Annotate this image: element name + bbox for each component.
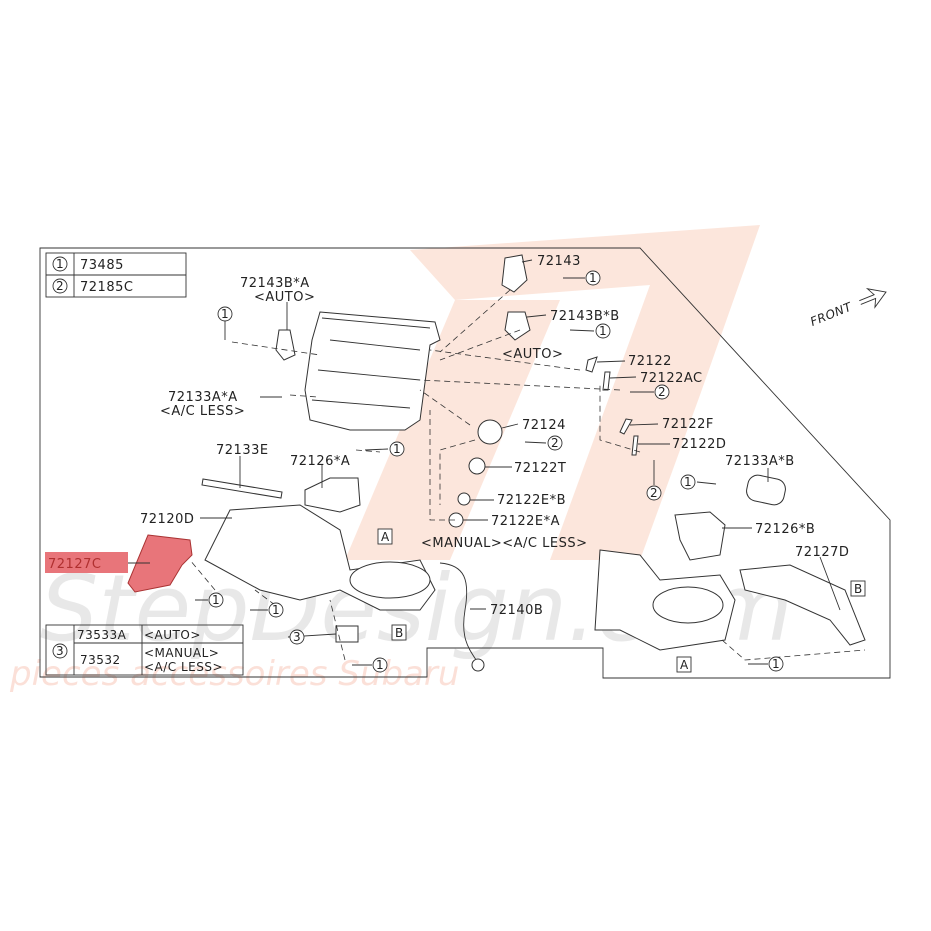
part-72127C-highlighted[interactable] [127,534,193,593]
svg-text:72133A*B: 72133A*B [725,454,795,469]
callout-1: 1 [217,306,233,322]
part-72124 [477,419,503,445]
callout-1: 1 [372,657,388,673]
ref-box-A: A [676,656,692,673]
svg-text:73533A: 73533A [77,628,127,642]
svg-text:<AUTO>: <AUTO> [254,290,315,305]
part-clip-3 [335,625,359,643]
svg-text:1: 1 [376,658,384,672]
ref-callouts: 1 1 1 1 2 2 2 1 1 1 3 1 1 A B B A [208,270,866,673]
part-72127D-duct [739,564,866,646]
svg-text:1: 1 [221,307,229,321]
svg-text:72122E*B: 72122E*B [497,493,566,508]
svg-text:<AUTO>: <AUTO> [144,628,201,642]
callout-2: 2 [646,485,662,501]
svg-text:1: 1 [684,475,692,489]
svg-text:2: 2 [551,436,559,450]
heater-unit-upper [304,311,441,431]
part-72133E-seal [201,478,283,499]
svg-text:72122E*A: 72122E*A [491,514,560,529]
legend-table-bottom: 3 73533A <AUTO> 73532 <MANUAL> <A/C LESS… [45,624,244,676]
svg-text:72122AC: 72122AC [640,371,703,386]
part-72143-actuator [501,254,528,293]
ref-box-A: A [377,528,393,545]
svg-text:1: 1 [272,603,280,617]
svg-text:B: B [854,582,863,596]
part-72140B-hose [439,562,479,664]
callout-2: 2 [654,384,670,400]
part-72143BA-actuator [275,329,296,361]
svg-text:<A/C LESS>: <A/C LESS> [160,404,245,419]
part-72122 [585,356,598,373]
svg-text:73532: 73532 [80,653,121,667]
svg-text:72133A*A: 72133A*A [168,390,238,405]
svg-text:72122D: 72122D [672,437,726,452]
label-72127C-highlighted[interactable]: 72127C [48,557,101,572]
svg-text:1: 1 [599,324,607,338]
svg-text:<MANUAL>: <MANUAL> [144,646,219,660]
legend-part-1: 73485 [80,258,124,273]
callout-1: 1 [585,270,601,286]
part-72122AC [602,371,611,391]
part-72122EB [457,492,471,506]
svg-text:1: 1 [212,593,220,607]
svg-text:3: 3 [56,644,64,658]
part-72143BB-actuator [504,311,531,341]
svg-text:1: 1 [772,657,780,671]
svg-text:1: 1 [393,442,401,456]
callout-1: 1 [268,602,284,618]
svg-text:72122T: 72122T [514,461,566,476]
svg-text:72143B*B: 72143B*B [550,309,620,324]
svg-text:72140B: 72140B [490,603,543,618]
svg-text:B: B [395,626,404,640]
part-72126A [304,477,361,513]
svg-text:1: 1 [589,271,597,285]
diagram-frame [39,247,891,679]
svg-text:72124: 72124 [522,418,566,433]
watermark-tagline: pieces accessoires Subaru [9,654,459,694]
callout-1: 1 [595,323,611,339]
callout-1: 1 [768,656,784,672]
svg-text:2: 2 [56,279,64,293]
part-72122D [631,435,639,456]
heater-unit-lower [204,504,436,611]
svg-text:2: 2 [650,486,658,500]
callout-1: 1 [680,474,696,490]
callout-1: 1 [208,592,224,608]
svg-text:FRONT: FRONT [808,299,855,329]
ref-box-B: B [391,624,407,641]
svg-text:72126*B: 72126*B [755,522,815,537]
svg-text:2: 2 [658,385,666,399]
svg-text:A: A [381,530,390,544]
svg-text:72127D: 72127D [795,545,849,560]
svg-text:72143B*A: 72143B*A [240,276,310,291]
callout-2: 2 [547,435,563,451]
svg-text:1: 1 [56,257,64,271]
part-labels: 72143B*A <AUTO> 72133A*A <A/C LESS> 7213… [45,254,849,618]
callout-1: 1 [389,441,405,457]
svg-text:<MANUAL><A/C LESS>: <MANUAL><A/C LESS> [421,536,588,551]
svg-text:A: A [680,658,689,672]
part-72126B [674,511,726,561]
legend-part-2: 72185C [80,280,133,295]
front-direction-indicator: FRONT [808,288,887,329]
legend-table-top: 1 2 73485 72185C [45,252,187,298]
svg-text:72126*A: 72126*A [290,454,350,469]
part-72133AB [746,474,786,506]
svg-text:<AUTO>: <AUTO> [502,347,563,362]
callout-3: 3 [289,629,305,645]
part-72122F [619,418,633,435]
svg-text:72133E: 72133E [216,443,269,458]
svg-text:72120D: 72120D [140,512,194,527]
part-72122T [468,457,486,475]
svg-text:72143: 72143 [537,254,581,269]
svg-text:3: 3 [293,630,301,644]
svg-text:72122: 72122 [628,354,672,369]
ref-box-B: B [850,580,866,597]
svg-text:72122F: 72122F [662,417,714,432]
highlight-72127C [45,552,128,573]
svg-text:<A/C LESS>: <A/C LESS> [144,660,223,674]
